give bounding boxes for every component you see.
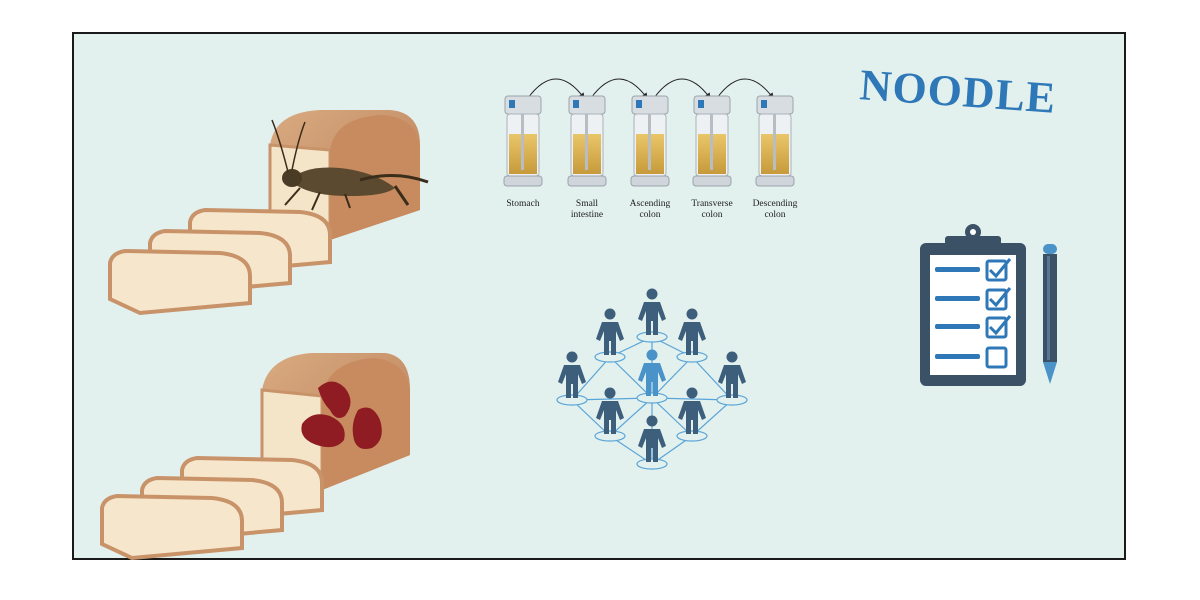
- person-icon: [716, 351, 748, 406]
- reactor-vessel-icon: [567, 95, 607, 187]
- reactor-arrows: [527, 78, 774, 99]
- stage-label: Transverse: [691, 199, 732, 209]
- pencil-icon: [1043, 244, 1057, 384]
- reactor-vessel-icon: [503, 95, 543, 187]
- clipboard-checklist-icon: [920, 224, 1026, 386]
- cricket-icon: [271, 119, 429, 211]
- stage-label: Small: [576, 199, 599, 209]
- person-icon: [594, 308, 626, 363]
- stage-label: colon: [764, 210, 785, 220]
- stage-label: Descending: [753, 199, 798, 209]
- people-network: [556, 288, 748, 470]
- kidney-bean-icon: [301, 381, 382, 449]
- person-icon: [636, 288, 668, 343]
- person-icon: [636, 415, 668, 470]
- stage-label: colon: [701, 210, 722, 220]
- person-icon: [636, 349, 668, 404]
- stage-label: Stomach: [506, 199, 539, 209]
- title: NOODLE: [858, 60, 1058, 123]
- bread-loaf-icon: [108, 110, 420, 316]
- bread-loaf-icon: [100, 353, 410, 561]
- stage-label: intestine: [571, 210, 603, 220]
- person-icon: [676, 308, 708, 363]
- stage-label: Ascending: [630, 199, 671, 209]
- person-icon: [676, 387, 708, 442]
- person-icon: [594, 387, 626, 442]
- reactor-vessel-icon: [692, 95, 732, 187]
- reactor-vessel-icon: [755, 95, 795, 187]
- person-icon: [556, 351, 588, 406]
- stage-label: colon: [639, 210, 660, 220]
- reactor-vessel-icon: [630, 95, 670, 187]
